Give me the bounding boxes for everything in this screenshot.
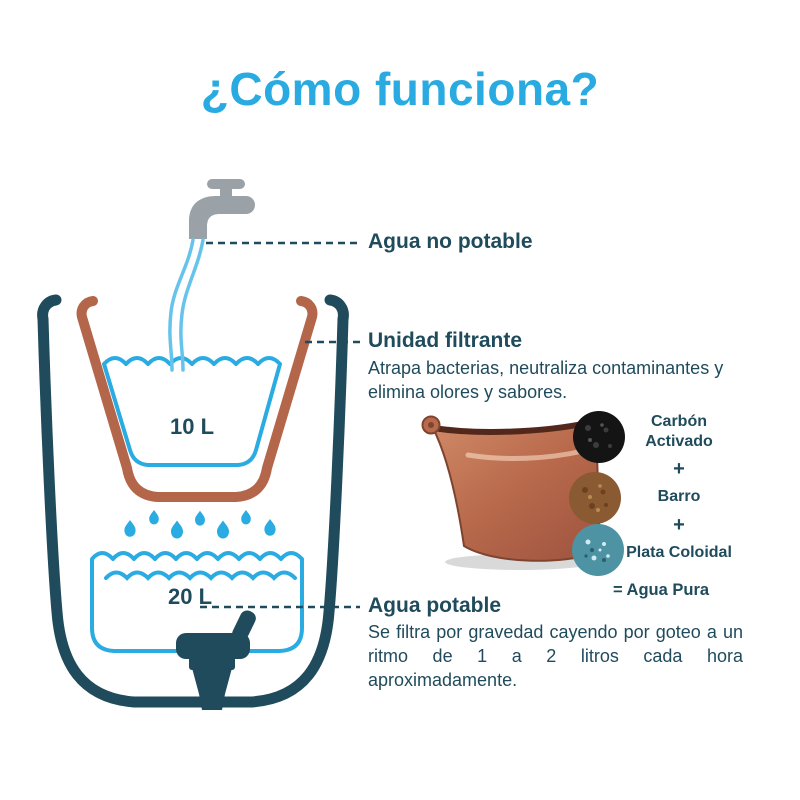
unidad-filtrante-description: Atrapa bacterias, neutraliza contaminant… — [368, 358, 724, 402]
faucet-icon — [189, 179, 255, 239]
material-circle-barro — [569, 472, 621, 524]
annotation-unidad-filtrante: Unidad filtrante — [368, 329, 523, 352]
filter-water — [102, 356, 282, 467]
capacity-reservoir-label: 20 L — [167, 584, 213, 609]
spigot-icon — [176, 610, 256, 710]
material-circle-carbon — [573, 411, 625, 463]
material-carbon-label: Carbón Activado — [645, 413, 713, 450]
water-stream — [168, 238, 205, 372]
material-circle-plata — [572, 524, 624, 576]
filter-pot-image — [421, 415, 602, 570]
agua-potable-description: Se filtra por gravedad cayendo por goteo… — [368, 622, 743, 690]
material-barro-label: Barro — [657, 488, 701, 506]
annotation-agua-no-potable: Agua no potable — [368, 230, 533, 253]
material-plata-label: Plata Coloidal — [626, 544, 732, 562]
outer-container — [37, 294, 349, 708]
materials-result-label: = Agua Pura — [612, 581, 710, 599]
materials-list: Carbón Activado + Barro + Plata Coloidal — [620, 412, 738, 563]
plus-sign: + — [673, 513, 685, 536]
water-drops — [124, 510, 276, 539]
page-title: ¿Cómo funciona? — [200, 63, 600, 115]
annotation-agua-potable: Agua potable — [368, 594, 502, 617]
capacity-filter-label: 10 L — [169, 414, 215, 439]
plus-sign: + — [673, 458, 685, 481]
